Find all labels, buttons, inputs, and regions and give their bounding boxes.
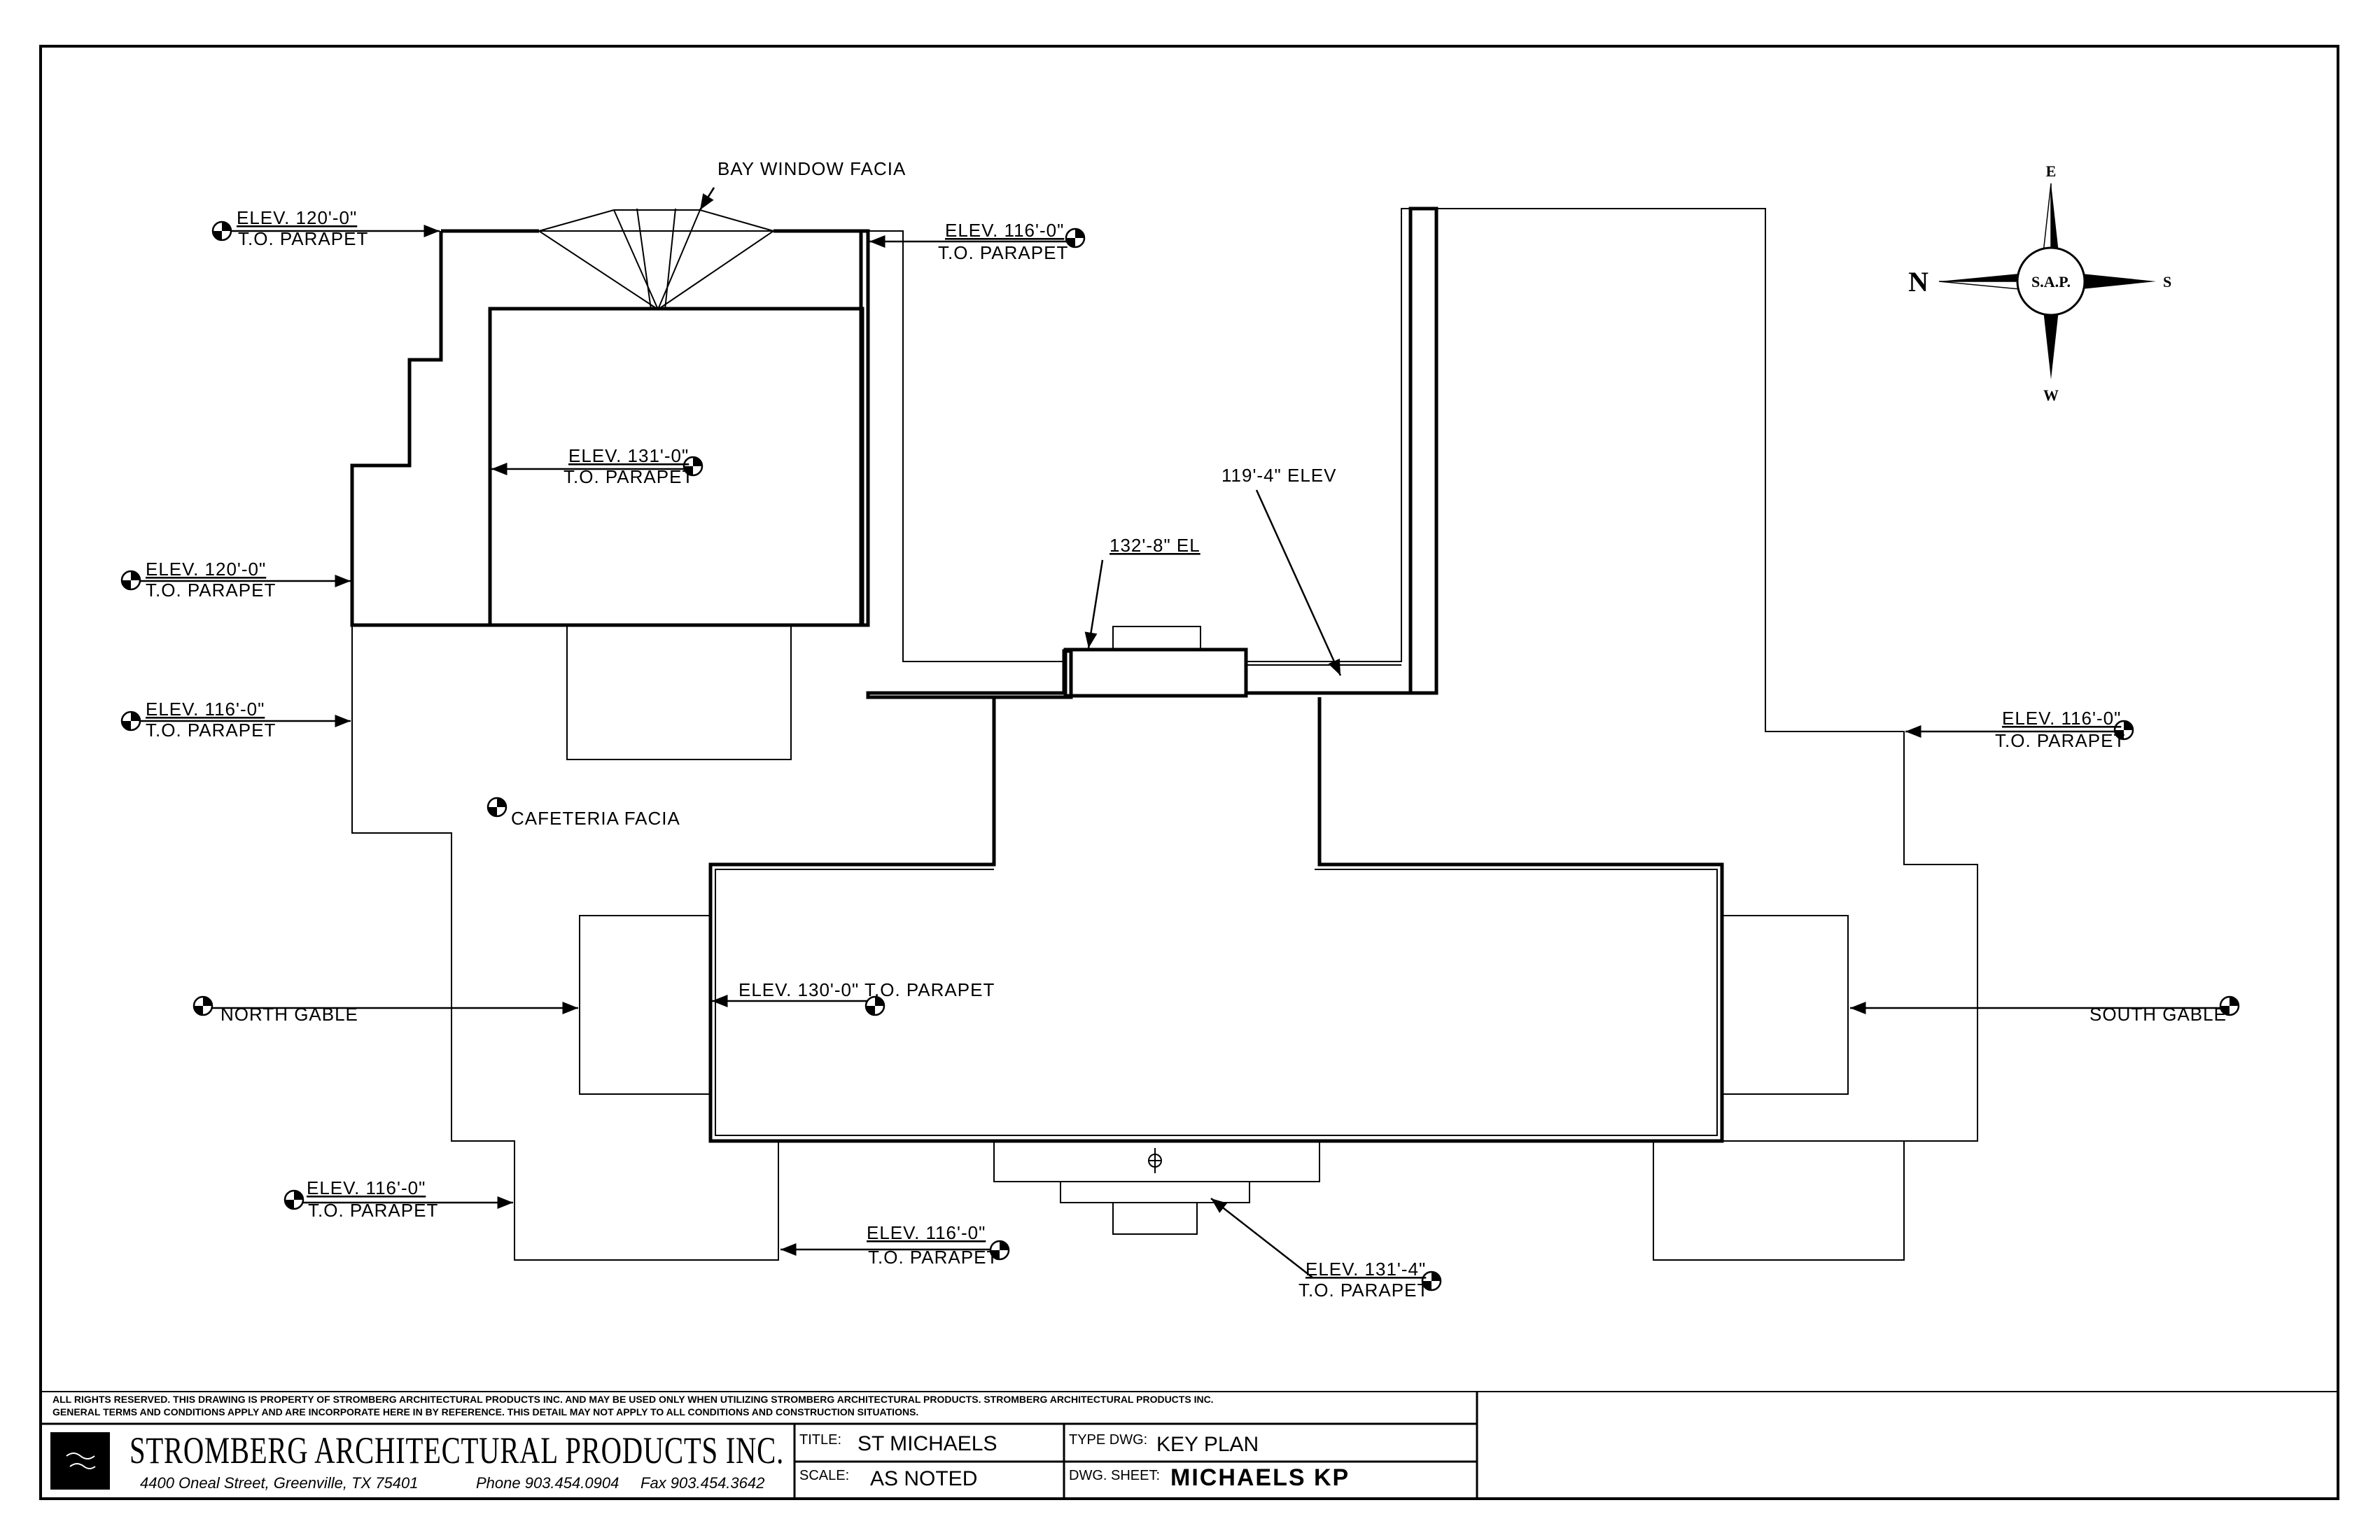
- w-elev-2-label: ELEV. 120'-0": [146, 559, 266, 580]
- compass-rose: S.A.P. E N S W: [1908, 162, 2171, 404]
- type-field-label: TYPE DWG:: [1069, 1432, 1147, 1448]
- sheet-field-label: DWG. SHEET:: [1069, 1468, 1160, 1483]
- south-gable-label: SOUTH GABLE: [2090, 1004, 2227, 1025]
- compass-left-label: N: [1908, 266, 1928, 298]
- scale-field-label: SCALE:: [799, 1468, 849, 1483]
- nw-elev-label: ELEV. 120'-0": [237, 207, 357, 228]
- title-field-value: ST MICHAELS: [858, 1432, 997, 1455]
- e-elev-sub: T.O. PARAPET: [1995, 730, 2125, 751]
- sheet-border: [39, 45, 2339, 1500]
- n-top-elev-label: ELEV. 116'-0": [945, 220, 1064, 241]
- nw-elev-sub: T.O. PARAPET: [238, 228, 368, 249]
- bay-window-label: BAY WINDOW FACIA: [718, 158, 906, 179]
- leader-lines: [133, 187, 2236, 1278]
- type-field-value: KEY PLAN: [1156, 1433, 1259, 1456]
- w-elev-3-sub: T.O. PARAPET: [146, 720, 276, 741]
- north-gable-label: NORTH GABLE: [220, 1004, 358, 1025]
- compass-top-label: E: [2046, 162, 2057, 180]
- e-elev-label: ELEV. 116'-0": [2002, 708, 2121, 729]
- title-field-label: TITLE:: [799, 1432, 841, 1448]
- elevation-markers: [120, 220, 2240, 1292]
- cafeteria-label: CAFETERIA FACIA: [511, 808, 680, 829]
- title-block: ALL RIGHTS RESERVED. THIS DRAWING IS PRO…: [41, 1391, 2338, 1499]
- rights-notice-line2: GENERAL TERMS AND CONDITIONS APPLY AND A…: [52, 1406, 918, 1418]
- main-elev-label: ELEV. 130'-0" T.O. PARAPET: [738, 979, 995, 1000]
- el-132-label: 132'-8" EL: [1110, 535, 1200, 556]
- n-top-elev-sub: T.O. PARAPET: [938, 242, 1068, 263]
- w-elev-3-label: ELEV. 116'-0": [146, 699, 265, 720]
- s-mid-elev-sub: T.O. PARAPET: [868, 1247, 998, 1268]
- company-fax: Fax 903.454.3642: [640, 1474, 764, 1492]
- company-logo: [50, 1432, 110, 1490]
- center-elev-label: ELEV. 131'-0": [568, 445, 689, 466]
- rights-notice-line1: ALL RIGHTS RESERVED. THIS DRAWING IS PRO…: [52, 1394, 1214, 1405]
- sheet-field-value: MICHAELS KP: [1170, 1464, 1350, 1491]
- elev-119-label: 119'-4" ELEV: [1222, 465, 1336, 486]
- company-address: 4400 Oneal Street, Greenville, TX 75401: [140, 1474, 418, 1492]
- compass-bottom-label: W: [2043, 386, 2059, 404]
- company-phone: Phone 903.454.0904: [476, 1474, 619, 1492]
- w-elev-2-sub: T.O. PARAPET: [146, 580, 276, 601]
- sw-elev-sub: T.O. PARAPET: [308, 1200, 438, 1221]
- callout-labels: BAY WINDOW FACIA ELEV. 120'-0" T.O. PARA…: [146, 158, 2227, 1301]
- sw-elev-label: ELEV. 116'-0": [307, 1177, 426, 1198]
- compass-right-label: S: [2163, 273, 2171, 290]
- compass-center-label: S.A.P.: [2031, 273, 2071, 290]
- scale-field-value: AS NOTED: [870, 1467, 977, 1490]
- s-right-elev-label: ELEV. 131'-4": [1306, 1259, 1426, 1280]
- center-elev-sub: T.O. PARAPET: [564, 466, 694, 487]
- s-right-elev-sub: T.O. PARAPET: [1298, 1280, 1429, 1301]
- company-name: STROMBERG ARCHITECTURAL PRODUCTS INC.: [130, 1429, 784, 1471]
- building-outlines: [350, 206, 1978, 1261]
- s-mid-elev-label: ELEV. 116'-0": [867, 1222, 986, 1243]
